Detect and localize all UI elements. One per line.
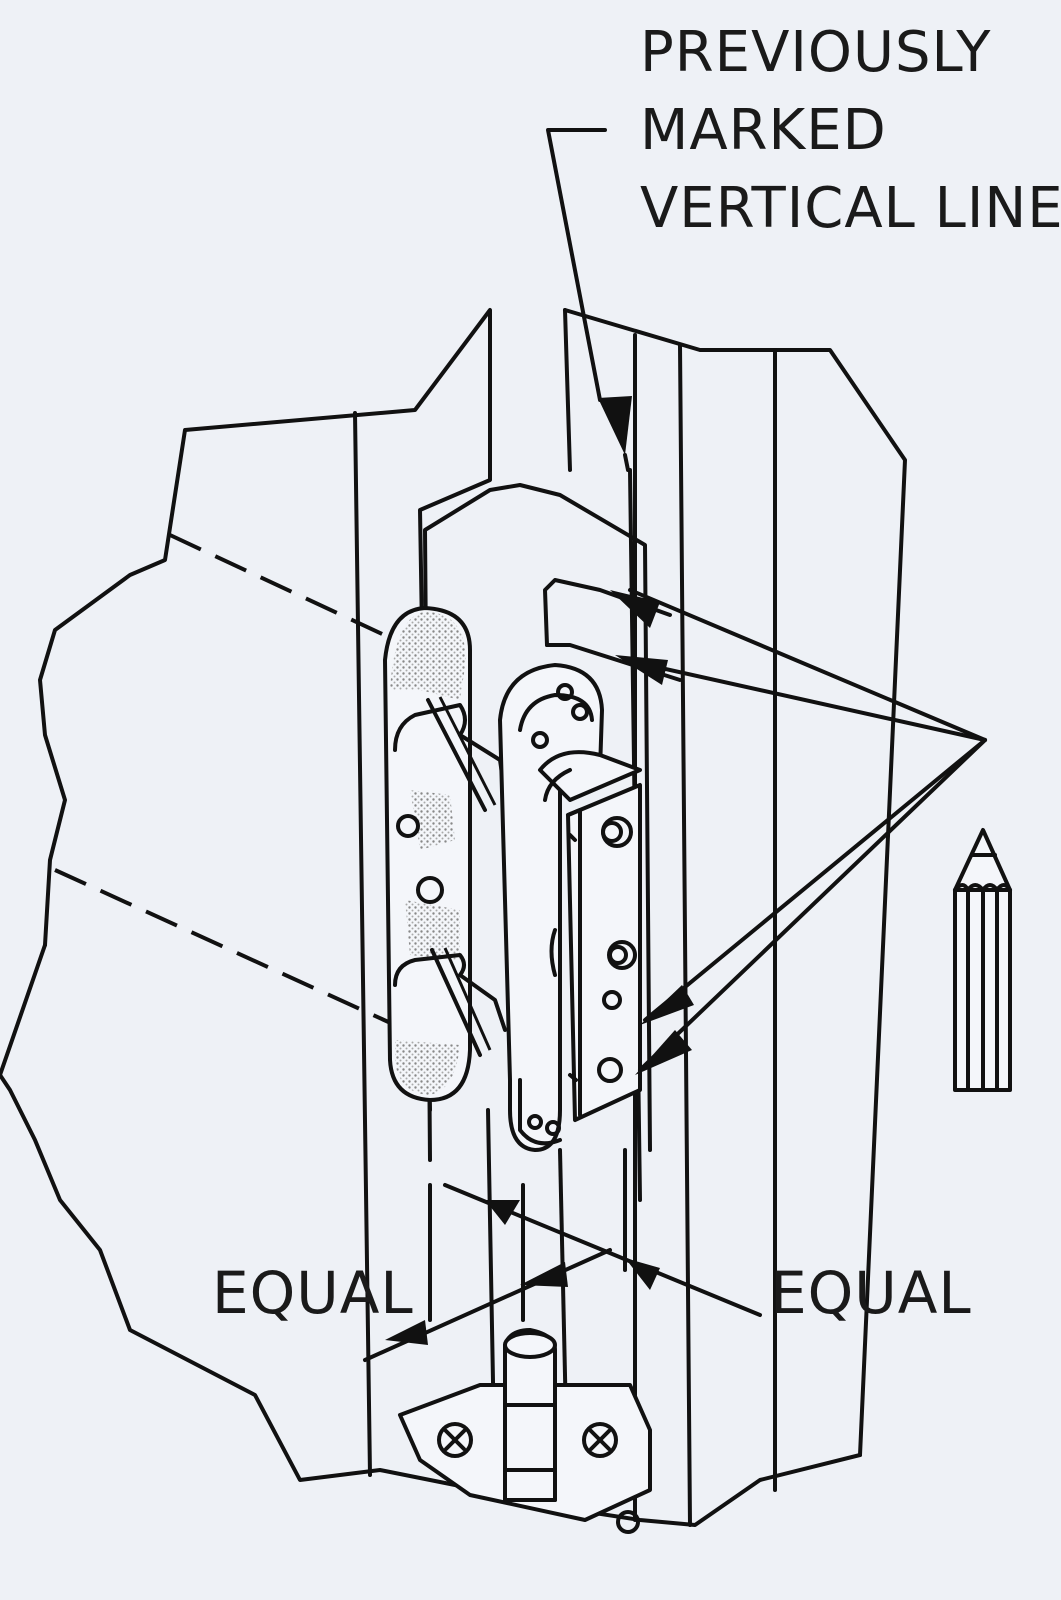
wall-outline (0, 308, 862, 1527)
template-plate (423, 483, 652, 1162)
callout-label: PREVIOUSLY MARKED VERTICAL LINE (640, 14, 1061, 248)
hinge-leaf-plate (566, 783, 642, 1122)
callout-leader (546, 128, 632, 472)
callout-line-1: PREVIOUSLY (640, 20, 992, 85)
pencil-icon (953, 828, 1012, 1092)
dimension-marks (363, 1148, 762, 1362)
equal-label-right: EQUAL (770, 1259, 972, 1327)
frame-line-1 (353, 411, 372, 1477)
hinge-body (498, 663, 642, 1152)
frame-line-4 (678, 343, 692, 1527)
equal-label-left: EQUAL (212, 1259, 414, 1327)
hinge-icon (398, 1328, 652, 1522)
strike-plate-left (383, 606, 507, 1102)
callout-line-2: MARKED (640, 98, 887, 163)
frame-line-2 (563, 308, 572, 472)
door-top-outline (563, 308, 907, 1457)
wall-left-edge (0, 943, 47, 1077)
dashed-projection-top (169, 533, 396, 642)
callout-line-3: VERTICAL LINE (640, 176, 1061, 241)
pencil-leaders (610, 588, 987, 1075)
screw-icon (437, 1422, 640, 1534)
dashed-projection-bottom (54, 868, 396, 1027)
